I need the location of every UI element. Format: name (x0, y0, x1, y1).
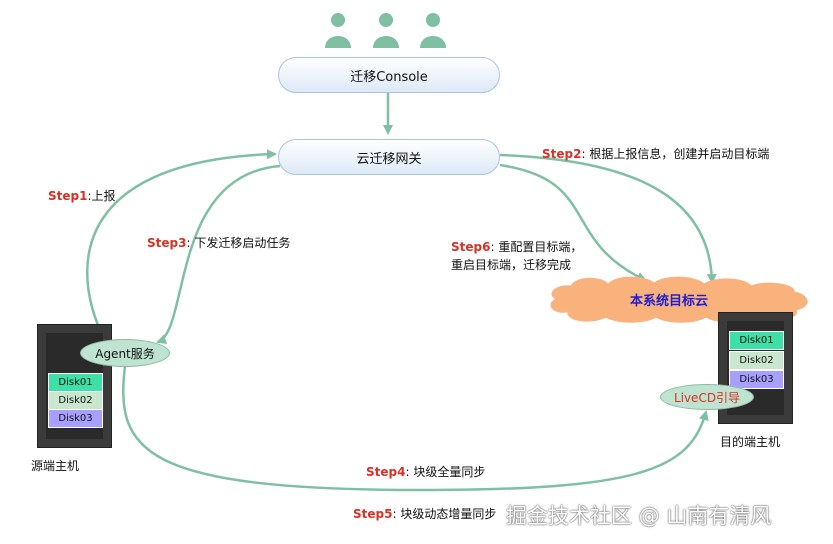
step4-arrow (122, 365, 709, 492)
step1-arrow (86, 149, 277, 331)
gateway-label: 云迁移网关 (356, 151, 422, 167)
step5-number: Step5 (353, 507, 393, 521)
step6-label: Step6: 重配置目标端， 重启目标端，迁移完成 (451, 238, 582, 274)
agent-service-node: Agent服务 (80, 339, 170, 367)
source-disk-3: Disk03 (48, 409, 103, 428)
step2-arrow (499, 153, 717, 284)
agent-label: Agent服务 (95, 346, 155, 361)
gateway-box: 云迁移网关 (278, 139, 500, 175)
dest-disk-2: Disk02 (729, 351, 784, 370)
dest-disk-1: Disk01 (729, 331, 784, 350)
console-label: 迁移Console (350, 69, 428, 85)
step5-text: : 块级动态增量同步 (392, 507, 497, 521)
source-disk-1: Disk01 (48, 373, 103, 392)
target-cloud-label: 本系统目标云 (630, 294, 709, 309)
step1-number: Step1 (48, 189, 88, 203)
source-disk-2: Disk02 (48, 391, 103, 410)
dest-host-label: 目的端主机 (720, 435, 781, 449)
step3-text: : 下发迁移启动任务 (186, 236, 291, 250)
step4-number: Step4 (366, 465, 406, 479)
console-box: 迁移Console (278, 57, 500, 93)
dest-disk-3: Disk03 (729, 370, 784, 389)
step2-label: Step2: 根据上报信息，创建并启动目标端 (542, 145, 769, 163)
step2-text: : 根据上报信息，创建并启动目标端 (581, 147, 770, 161)
step4-text: : 块级全量同步 (405, 465, 486, 479)
livecd-node: LiveCD引导 (660, 384, 754, 410)
step5-label: Step5: 块级动态增量同步 (353, 505, 496, 523)
step6-text-line2: 重启目标端，迁移完成 (451, 258, 572, 272)
step4-label: Step4: 块级全量同步 (366, 463, 485, 481)
step6-number: Step6 (451, 240, 491, 254)
livecd-label: LiveCD引导 (673, 390, 741, 405)
step3-label: Step3: 下发迁移启动任务 (147, 234, 290, 252)
cloud-icon (550, 276, 808, 323)
step2-number: Step2 (542, 147, 582, 161)
step1-label: Step1:上报 (48, 187, 116, 205)
step6-text: : 重配置目标端， (490, 240, 583, 254)
step1-text: :上报 (87, 189, 116, 203)
watermark: 掘金技术社区 @ 山南有清风 (506, 504, 772, 528)
users-icon (325, 13, 446, 48)
step3-arrow (156, 164, 281, 344)
source-host-label: 源端主机 (31, 459, 80, 473)
step3-number: Step3 (147, 236, 187, 250)
step6-arrow (499, 163, 647, 282)
